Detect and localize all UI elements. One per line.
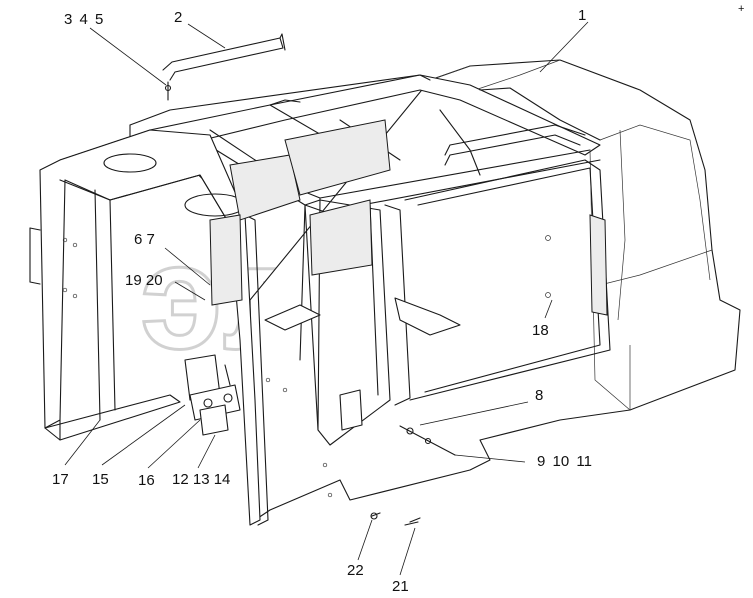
- callout-9-10-11: 9 10 11: [537, 453, 592, 470]
- fasteners: [162, 33, 551, 526]
- callout-21: 21: [392, 578, 409, 595]
- door-frame: [264, 159, 611, 446]
- callout-19-20: 19 20: [125, 272, 163, 289]
- mesh-panels: [209, 119, 608, 316]
- callout-22: 22: [347, 562, 364, 579]
- callout-6-7: 6 7: [134, 231, 155, 248]
- callout-16: 16: [138, 472, 155, 489]
- callout-15: 15: [92, 471, 109, 488]
- callout-1: 1: [578, 7, 586, 24]
- callout-labels: 1 2 3 4 5 6 7 19 20 18 8 9 10 11 17 15 1…: [52, 7, 592, 595]
- leader-lines: [64, 21, 589, 576]
- callout-12-13-14: 12 13 14: [172, 471, 230, 488]
- corner-mark: +: [738, 3, 744, 15]
- base-brackets: [184, 354, 241, 436]
- callout-17: 17: [52, 471, 69, 488]
- front-left-frame: [29, 129, 269, 526]
- callout-18: 18: [532, 322, 549, 339]
- callout-8: 8: [535, 387, 543, 404]
- callout-3-4-5: 3 4 5: [64, 11, 103, 28]
- callout-2: 2: [174, 9, 182, 26]
- body-shell: [249, 59, 741, 521]
